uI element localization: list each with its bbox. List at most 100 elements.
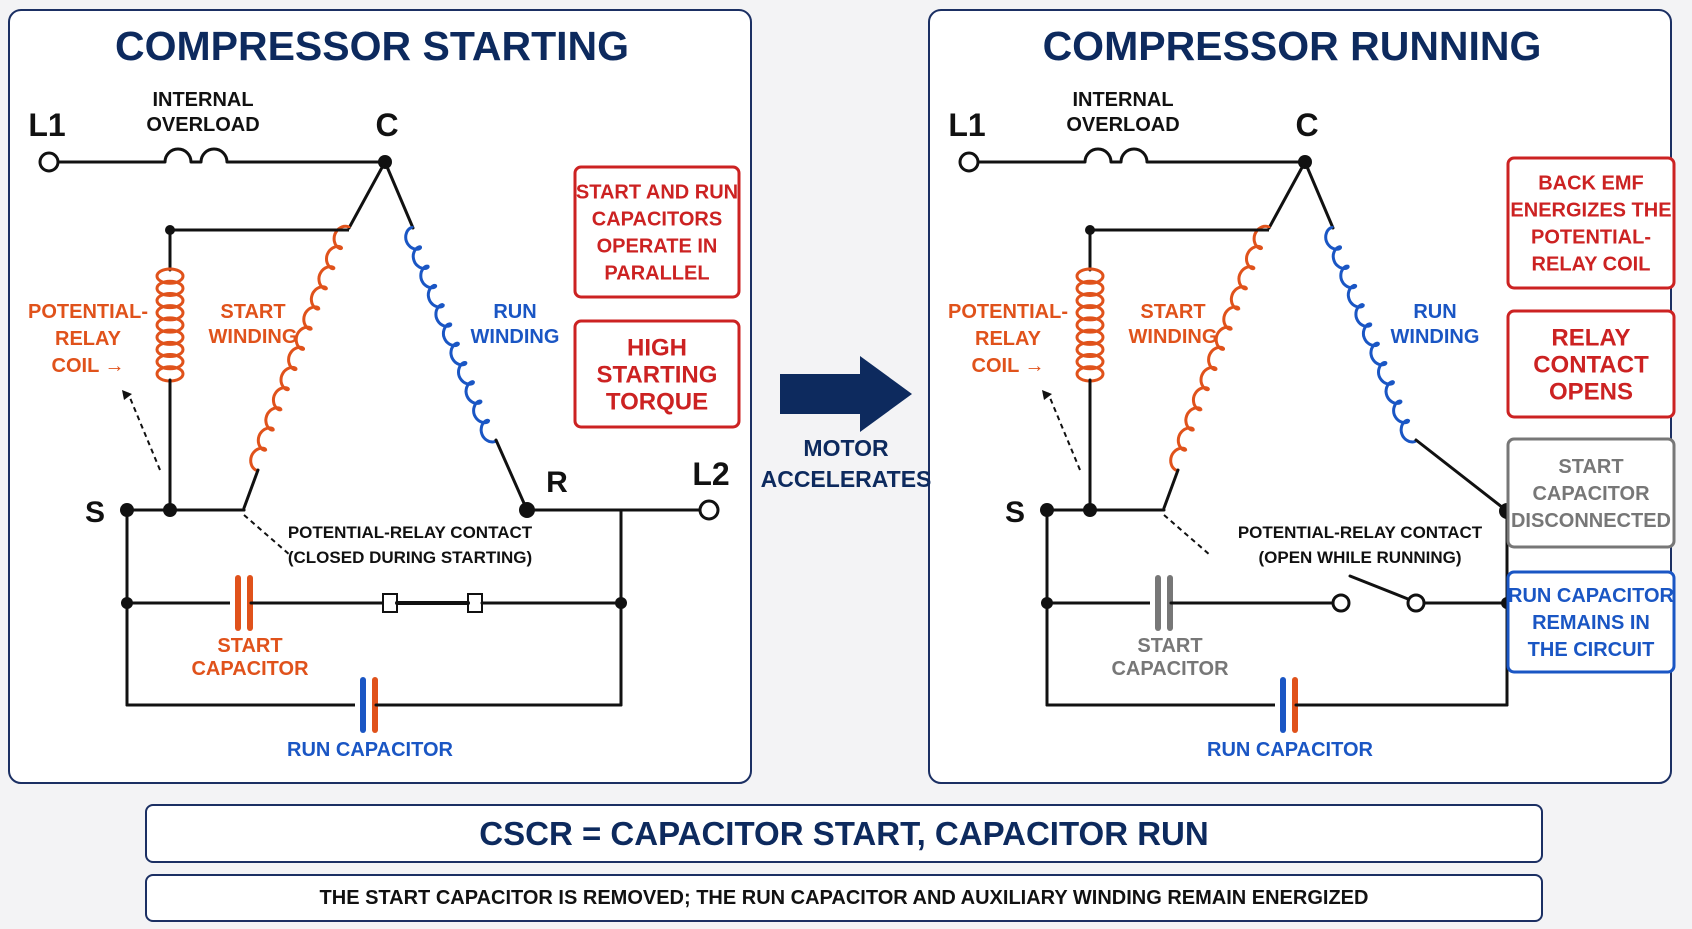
s-terminal-label: S (1005, 496, 1025, 529)
overload-label: INTERNAL (152, 89, 253, 111)
wire (383, 160, 415, 230)
summary-banner: THE START CAPACITOR IS REMOVED; THE RUN … (145, 874, 1543, 922)
contact-label: POTENTIAL-RELAY CONTACT (1238, 523, 1483, 542)
relay-coil (155, 267, 185, 383)
coil-pointer (127, 392, 161, 471)
l2-terminal (698, 499, 720, 521)
note-text: THE CIRCUIT (1528, 639, 1655, 661)
contact-open-blade (1348, 574, 1410, 601)
contact-right (467, 593, 483, 613)
start-winding-label: WINDING (1129, 326, 1218, 348)
arrow-shape (780, 356, 912, 432)
run-winding-coil (404, 225, 498, 444)
note-text: ENERGIZES THE (1510, 200, 1671, 222)
note-text: DISCONNECTED (1511, 510, 1671, 532)
overload-symbol (163, 147, 229, 163)
notes-starting: START AND RUN CAPACITORS OPERATE IN PARALLE… (573, 165, 741, 429)
start-capacitor-label: START (1137, 635, 1202, 657)
l1-terminal (38, 151, 60, 173)
run-winding-label: WINDING (471, 326, 560, 348)
accelerate-arrow: MOTOR ACCELERATES (761, 356, 932, 492)
cscr-definition-banner: CSCR = CAPACITOR START, CAPACITOR RUN (145, 804, 1543, 863)
contact-right (1406, 593, 1426, 613)
r-terminal-label: R (546, 466, 568, 499)
note-text: START AND RUN (576, 182, 738, 204)
note-text: OPENS (1549, 379, 1633, 406)
arrow-label: MOTOR (803, 435, 889, 461)
panel-running: COMPRESSOR RUNNINGL1INTERNALOVERLOADCRRU… (928, 9, 1676, 784)
c-terminal-label: C (1295, 107, 1318, 143)
l1-label: L1 (28, 107, 65, 143)
wire (1303, 160, 1335, 230)
note-text: OPERATE IN (597, 236, 718, 258)
overload-label: OVERLOAD (1066, 114, 1179, 136)
contact-pointer (243, 514, 291, 556)
note-text: HIGH (627, 335, 687, 362)
wire (1414, 438, 1509, 513)
note-text: RELAY (1551, 325, 1630, 352)
overload-symbol (1083, 147, 1149, 163)
start-capacitor-gap (1150, 600, 1178, 606)
run-winding-coil (1324, 225, 1418, 444)
relay-coil-label: COIL → (52, 355, 125, 377)
coil-pointer (1047, 392, 1081, 471)
note-text: RELAY COIL (1532, 254, 1651, 276)
start-capacitor-gap (230, 600, 258, 606)
note-text: PARALLEL (604, 263, 709, 285)
wire (242, 468, 260, 510)
note-text: CAPACITOR (1532, 483, 1650, 505)
start-capacitor-label: START (217, 635, 282, 657)
contact-left (382, 593, 398, 613)
contact-label: (CLOSED DURING STARTING) (288, 548, 532, 567)
run-winding-label: RUN (1413, 301, 1456, 323)
l1-label: L1 (948, 107, 985, 143)
start-capacitor-label: CAPACITOR (191, 658, 309, 680)
contact-label: (OPEN WHILE RUNNING) (1258, 548, 1461, 567)
panel-border (8, 9, 752, 784)
run-capacitor-gap (1275, 702, 1303, 708)
arrow-label: ACCELERATES (761, 466, 932, 492)
run-capacitor-label: RUN CAPACITOR (1207, 739, 1373, 761)
start-winding-label: START (220, 301, 285, 323)
note-text: REMAINS IN (1532, 612, 1650, 634)
start-winding-label: WINDING (209, 326, 298, 348)
relay-coil-label: POTENTIAL- (948, 301, 1068, 323)
note-text: CAPACITORS (592, 209, 722, 231)
note-text: START (1558, 456, 1623, 478)
wire (1267, 160, 1307, 230)
start-capacitor-label: CAPACITOR (1111, 658, 1229, 680)
note-border (1506, 570, 1676, 674)
start-winding-label: START (1140, 301, 1205, 323)
relay-coil-label: POTENTIAL- (28, 301, 148, 323)
note-border (573, 165, 741, 299)
overload-label: INTERNAL (1072, 89, 1173, 111)
run-capacitor-gap (355, 702, 383, 708)
contact-label: POTENTIAL-RELAY CONTACT (288, 523, 533, 542)
note-border (1506, 309, 1676, 419)
note-text: TORQUE (606, 389, 708, 416)
s-terminal-label: S (85, 496, 105, 529)
overload-label: OVERLOAD (146, 114, 259, 136)
note-border (573, 319, 741, 429)
run-capacitor-label: RUN CAPACITOR (287, 739, 453, 761)
note-text: CONTACT (1533, 352, 1649, 379)
junction-dot (163, 503, 177, 517)
note-box: START CAPACITOR DISCONNECTED (1506, 437, 1676, 549)
panel-title: COMPRESSOR STARTING (115, 23, 629, 69)
relay-coil-label: RELAY (975, 328, 1042, 350)
start-winding-coil (249, 224, 351, 472)
l2-label: L2 (692, 456, 729, 492)
panel-title: COMPRESSOR RUNNING (1043, 23, 1542, 69)
relay-coil (1075, 267, 1105, 383)
wire (494, 438, 529, 512)
contact-pointer (1163, 514, 1211, 556)
run-winding-label: RUN (493, 301, 536, 323)
run-winding-label: WINDING (1391, 326, 1480, 348)
note-text: STARTING (597, 362, 718, 389)
start-winding-coil (1169, 224, 1271, 472)
